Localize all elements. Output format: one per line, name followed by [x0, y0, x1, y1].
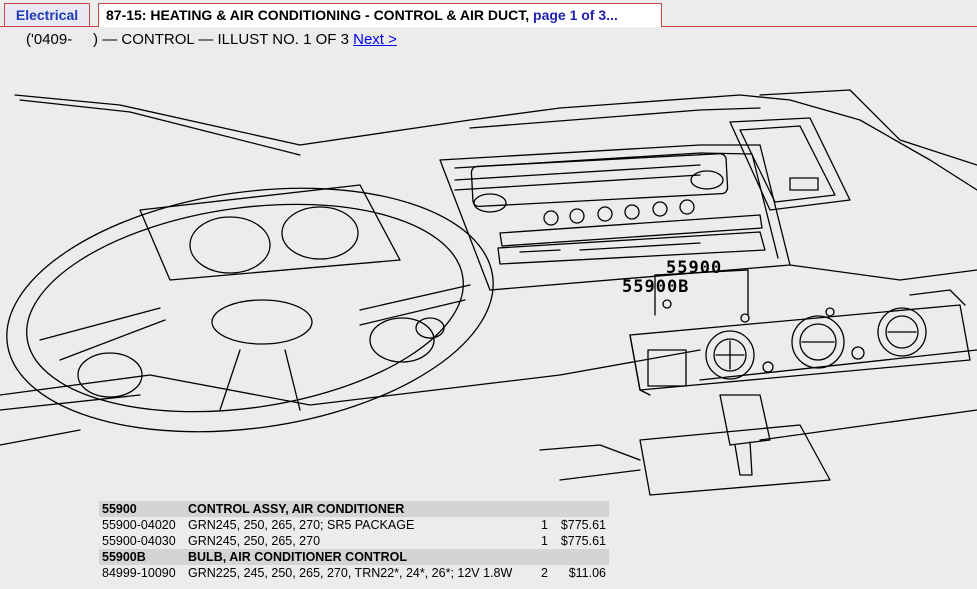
part-group-header: 55900B BULB, AIR CONDITIONER CONTROL [99, 549, 609, 565]
ac-control-panel [629, 289, 971, 396]
part-description: BULB, AIR CONDITIONER CONTROL [185, 549, 531, 565]
page-indicator[interactable]: page 1 of 3... [533, 7, 618, 23]
part-row[interactable]: 55900-04020 GRN245, 250, 265, 270; SR5 P… [99, 517, 609, 533]
caption-text: ('0409- ) — CONTROL — ILLUST NO. 1 OF 3 [26, 31, 354, 48]
part-code[interactable]: 55900 [99, 501, 185, 517]
callout-55900[interactable]: 55900 [666, 258, 723, 278]
part-qty: 1 [541, 518, 548, 532]
part-price [551, 549, 609, 565]
part-number[interactable]: 55900-04020 [102, 518, 176, 532]
tab-electrical[interactable]: Electrical [4, 3, 90, 26]
parts-table: 55900 CONTROL ASSY, AIR CONDITIONER 5590… [99, 501, 609, 581]
dashboard-illustration [0, 89, 977, 496]
part-price [551, 501, 609, 517]
illustration-caption: ('0409- ) — CONTROL — ILLUST NO. 1 OF 3 … [26, 31, 397, 48]
part-price: $775.61 [560, 518, 606, 532]
part-qty [531, 501, 551, 517]
callout-55900b[interactable]: 55900B [622, 277, 690, 297]
part-description: GRN245, 250, 265, 270; SR5 PACKAGE [188, 518, 415, 532]
part-qty [531, 549, 551, 565]
tab-bar: Electrical 87-15: HEATING & AIR CONDITIO… [0, 0, 977, 27]
part-number[interactable]: 55900-04030 [102, 534, 176, 548]
part-qty: 1 [541, 534, 548, 548]
part-group-header: 55900 CONTROL ASSY, AIR CONDITIONER [99, 501, 609, 517]
part-code[interactable]: 55900B [99, 549, 185, 565]
part-price: $11.06 [568, 566, 606, 580]
part-description: GRN225, 245, 250, 265, 270, TRN22*, 24*,… [188, 566, 513, 580]
part-description: CONTROL ASSY, AIR CONDITIONER [185, 501, 531, 517]
part-row[interactable]: 84999-10090 GRN225, 245, 250, 265, 270, … [99, 565, 609, 581]
section-title: 87-15: HEATING & AIR CONDITIONING - CONT… [106, 7, 534, 23]
part-price: $775.61 [560, 534, 606, 548]
tab-current-section[interactable]: 87-15: HEATING & AIR CONDITIONING - CONT… [98, 3, 662, 27]
part-qty: 2 [541, 566, 548, 580]
next-link[interactable]: Next > [353, 31, 397, 48]
part-row[interactable]: 55900-04030 GRN245, 250, 265, 270 1 $775… [99, 533, 609, 549]
part-number[interactable]: 84999-10090 [102, 566, 176, 580]
part-description: GRN245, 250, 265, 270 [188, 534, 321, 548]
